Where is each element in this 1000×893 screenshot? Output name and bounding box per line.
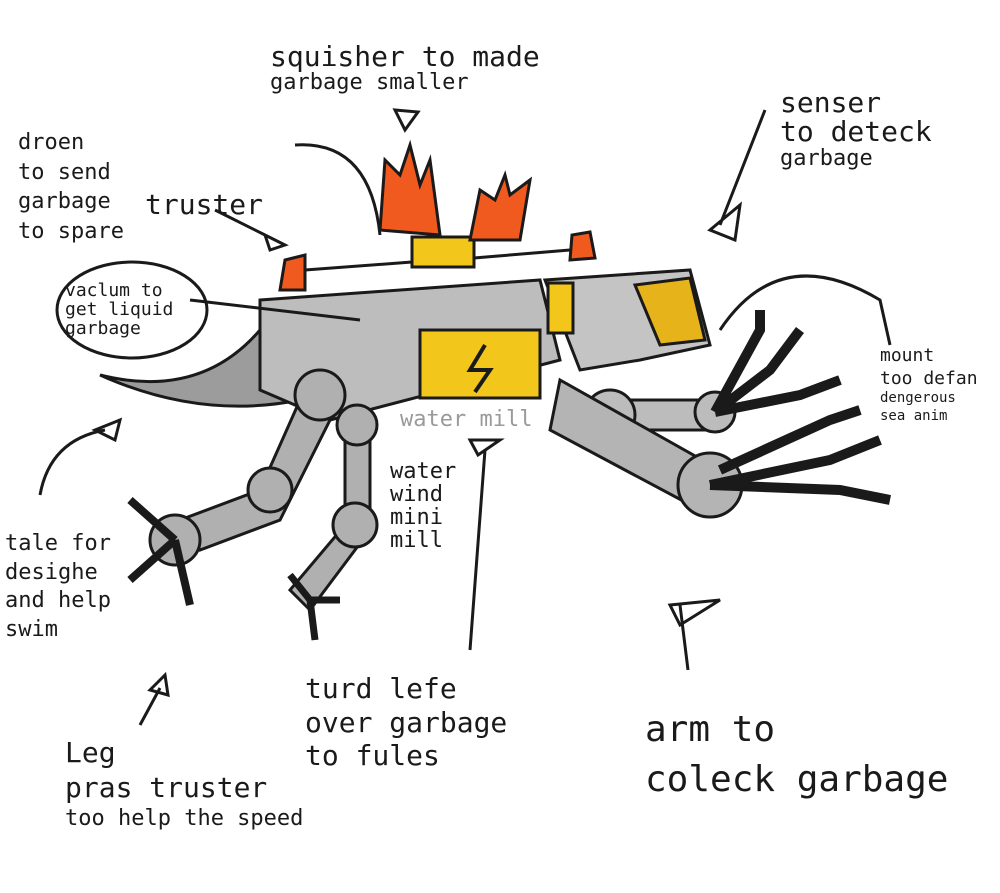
label-line: get liquid bbox=[65, 298, 174, 320]
label-line: mini bbox=[390, 505, 443, 531]
label-line: desighe bbox=[5, 559, 98, 585]
label-mount: mount too defan dengerous sea anim bbox=[880, 345, 978, 425]
label-line: to send bbox=[18, 159, 111, 185]
label-turd: turd lefe over garbage to fules bbox=[305, 672, 507, 773]
label-arm: arm to coleck garbage bbox=[645, 705, 948, 806]
label-line: garbage bbox=[65, 317, 141, 339]
label-line: too help the speed bbox=[65, 806, 304, 831]
label-line: wind bbox=[390, 482, 443, 508]
label-line: tale for bbox=[5, 531, 111, 556]
squisher bbox=[410, 235, 476, 269]
label-vaclum: vaclum to get liquid garbage bbox=[65, 280, 174, 339]
label-line: vaclum to bbox=[65, 280, 163, 301]
label-line: droen bbox=[18, 130, 85, 155]
label-line: to deteck bbox=[780, 115, 932, 149]
label-truster: truster bbox=[145, 188, 264, 221]
label-senser: senser to deteck garbage bbox=[780, 88, 932, 170]
label-line: over garbage bbox=[305, 705, 508, 739]
label-line: Leg bbox=[65, 736, 116, 769]
label-line: senser bbox=[780, 86, 882, 119]
label-water-mill: water mill bbox=[400, 407, 533, 432]
label-line: and help bbox=[5, 588, 111, 614]
label-droen: droen to send garbage to spare bbox=[18, 128, 124, 247]
label-mini-mill: water wind mini mill bbox=[390, 460, 456, 552]
vaclum-bubble bbox=[55, 260, 209, 360]
label-line: dengerous bbox=[880, 390, 956, 406]
label-line: mill bbox=[390, 528, 443, 554]
label-line: too defan bbox=[880, 367, 978, 389]
label-line: swim bbox=[5, 616, 58, 642]
label-line: to fules bbox=[305, 739, 440, 773]
label-line: mount bbox=[880, 345, 935, 366]
sensor-hex bbox=[632, 276, 707, 347]
label-squisher: squisher to made garbage smaller bbox=[270, 40, 540, 96]
label-line: garbage smaller bbox=[270, 70, 469, 96]
label-line: garbage bbox=[780, 145, 873, 171]
label-line: arm to bbox=[645, 709, 776, 750]
label-line: water bbox=[390, 459, 457, 484]
label-tale: tale for desighe and help swim bbox=[5, 530, 111, 644]
label-line: coleck garbage bbox=[645, 759, 949, 801]
label-leg: Leg pras truster too help the speed bbox=[65, 735, 303, 833]
label-line: sea anim bbox=[880, 407, 948, 424]
label-line: turd lefe bbox=[305, 672, 457, 705]
label-line: to spare bbox=[18, 219, 124, 245]
label-line: squisher to made bbox=[270, 40, 540, 73]
label-line: garbage bbox=[18, 189, 111, 215]
label-line: pras truster bbox=[65, 771, 268, 804]
